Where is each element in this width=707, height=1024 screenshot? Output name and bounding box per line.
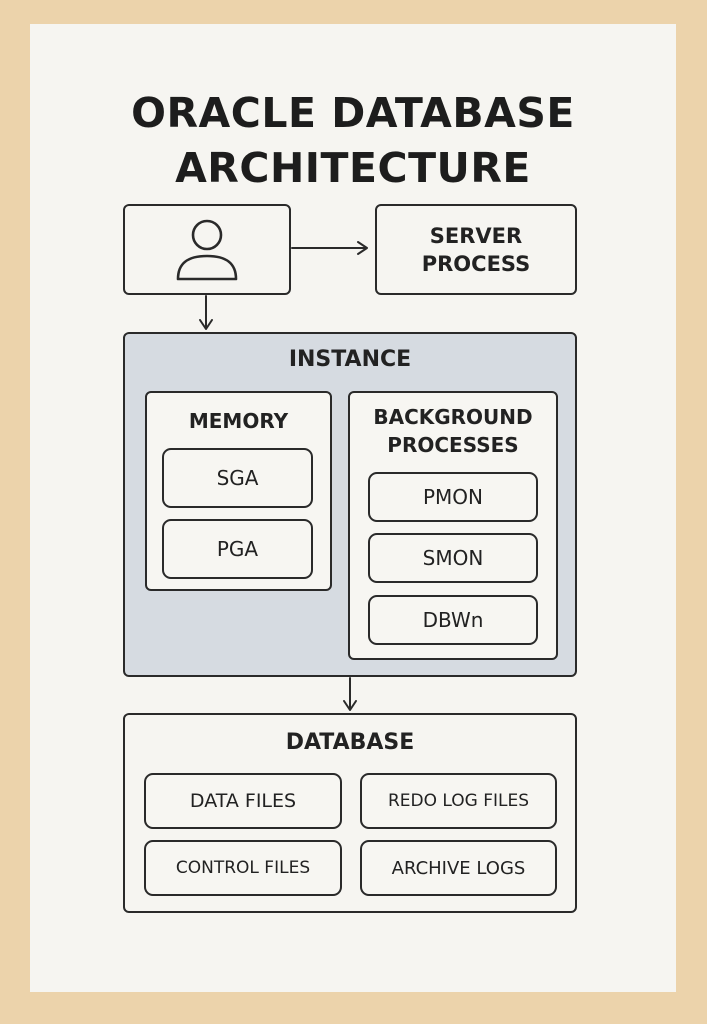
title-line-2: ARCHITECTURE [175, 144, 531, 192]
instance-to-database-arrow [343, 677, 357, 711]
server-process-label: SERVER PROCESS [377, 222, 575, 278]
database-label: DATABASE [285, 730, 415, 755]
sga-pill: SGA [162, 448, 313, 508]
page-title: ORACLE DATABASE ARCHITECTURE [30, 86, 676, 196]
background-processes-label: BACKGROUND PROCESSES [350, 403, 556, 459]
pmon-pill: PMON [368, 472, 538, 522]
title-line-1: ORACLE DATABASE [131, 89, 575, 137]
user-icon [176, 219, 238, 281]
pga-pill: PGA [162, 519, 313, 579]
instance-box: INSTANCE MEMORY SGA PGA BACKGROUND PROCE… [123, 332, 577, 677]
archive-logs-pill: ARCHIVE LOGS [360, 840, 557, 896]
background-processes-box: BACKGROUND PROCESSES PMON SMON DBWn [348, 391, 558, 660]
instance-label: INSTANCE [288, 347, 412, 372]
server-process-line-2: PROCESS [421, 252, 531, 276]
server-process-box: SERVER PROCESS [375, 204, 577, 295]
background-line-2: PROCESSES [387, 433, 519, 457]
user-box [123, 204, 291, 295]
smon-pill: SMON [368, 533, 538, 583]
redo-log-files-pill: REDO LOG FILES [360, 773, 557, 829]
background-line-1: BACKGROUND [373, 405, 533, 429]
diagram-page: ORACLE DATABASE ARCHITECTURE SERVER PROC… [30, 24, 676, 992]
memory-label: MEMORY [188, 409, 289, 433]
control-files-pill: CONTROL FILES [144, 840, 342, 896]
user-to-server-arrow [291, 241, 368, 255]
user-to-instance-arrow [199, 295, 213, 330]
data-files-pill: DATA FILES [144, 773, 342, 829]
memory-box: MEMORY SGA PGA [145, 391, 332, 591]
dbwn-pill: DBWn [368, 595, 538, 645]
server-process-line-1: SERVER [429, 224, 523, 248]
database-box: DATABASE DATA FILES REDO LOG FILES CONTR… [123, 713, 577, 913]
connector-layer [199, 241, 368, 711]
